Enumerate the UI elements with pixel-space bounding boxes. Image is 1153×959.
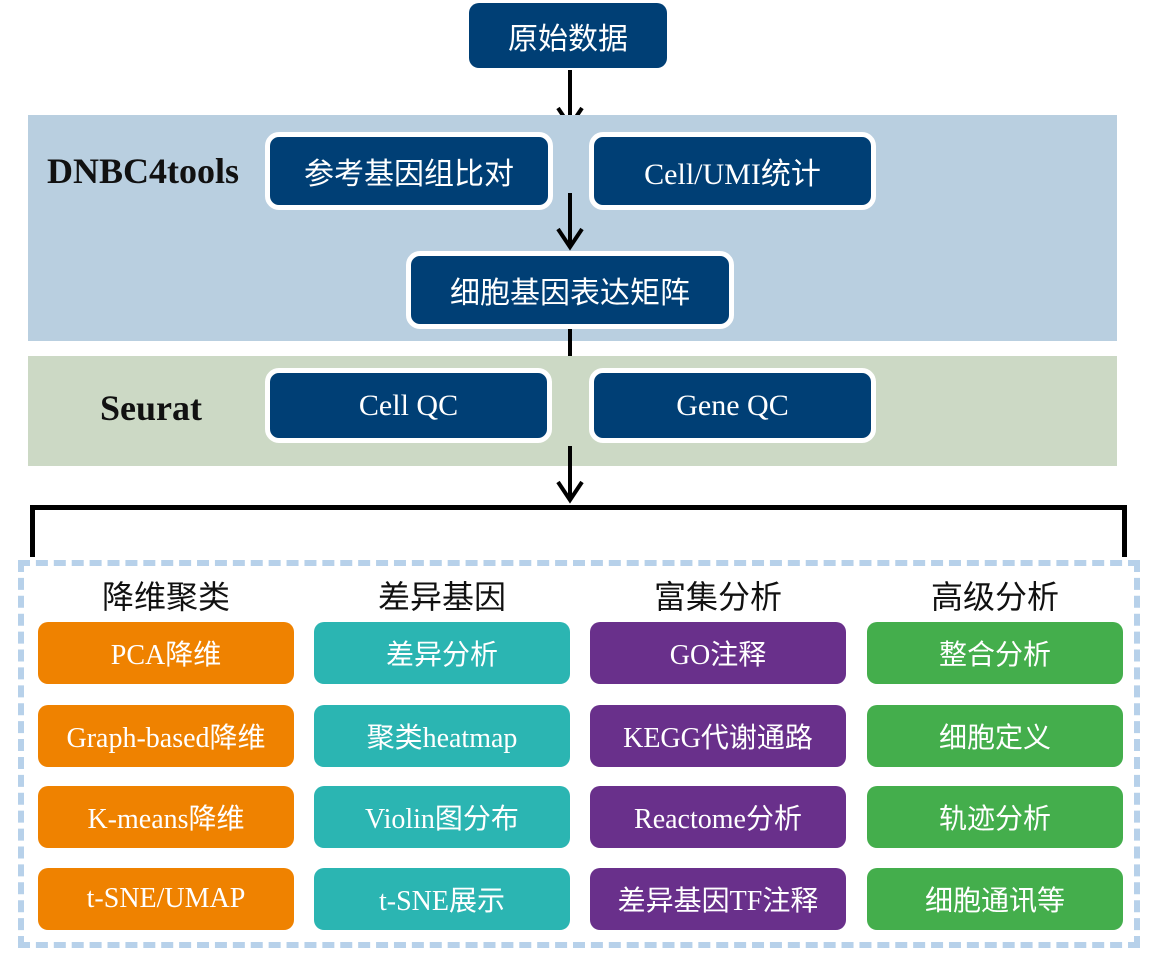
- branch-bracket: [30, 505, 1127, 557]
- arrow-down-icon: [556, 193, 584, 251]
- analysis-item-label: 聚类heatmap: [366, 723, 518, 754]
- analysis-item-label: Reactome分析: [634, 804, 802, 835]
- analysis-item: 轨迹分析: [867, 786, 1123, 848]
- column-title: 降维聚类: [101, 578, 230, 616]
- analysis-item-label: 差异分析: [385, 640, 498, 671]
- analysis-item-label: Violin图分布: [365, 804, 519, 835]
- column-title: 高级分析: [930, 578, 1059, 616]
- raw-data-node: 原始数据: [469, 3, 667, 68]
- analysis-item: 整合分析: [867, 622, 1123, 684]
- analysis-item-label: 轨迹分析: [938, 804, 1051, 835]
- expression-matrix-label: 细胞基因表达矩阵: [450, 276, 690, 311]
- analysis-item: Reactome分析: [590, 786, 846, 848]
- cell-qc-node: Cell QC: [265, 368, 552, 443]
- seurat-band: [28, 356, 1117, 466]
- analysis-item: 差异基因TF注释: [590, 868, 846, 930]
- expression-matrix-node: 细胞基因表达矩阵: [406, 251, 734, 329]
- analysis-item: Graph-based降维: [38, 705, 294, 767]
- analysis-container: [18, 560, 1140, 948]
- arrow-down-icon: [556, 446, 584, 504]
- analysis-item: t-SNE/UMAP: [38, 868, 294, 930]
- analysis-item: 细胞定义: [867, 705, 1123, 767]
- column-title: 差异基因: [377, 578, 506, 616]
- cell-umi-node: Cell/UMI统计: [589, 132, 876, 210]
- analysis-item-label: KEGG代谢通路: [623, 723, 813, 754]
- analysis-item-label: 整合分析: [938, 640, 1051, 671]
- analysis-item-label: t-SNE/UMAP: [86, 883, 246, 914]
- cell-umi-label: Cell/UMI统计: [644, 158, 821, 191]
- analysis-item-label: GO注释: [669, 640, 767, 671]
- dnbc4tools-label: DNBC4tools: [47, 151, 240, 191]
- gene-qc-label: Gene QC: [676, 388, 789, 422]
- analysis-item: GO注释: [590, 622, 846, 684]
- analysis-item-label: Graph-based降维: [66, 723, 266, 754]
- analysis-item: Violin图分布: [314, 786, 570, 848]
- analysis-item-label: 差异基因TF注释: [617, 886, 819, 917]
- analysis-item-label: K-means降维: [87, 804, 245, 835]
- seurat-label: Seurat: [100, 388, 202, 428]
- raw-data-label: 原始数据: [508, 21, 628, 57]
- analysis-item: 细胞通讯等: [867, 868, 1123, 930]
- analysis-item-label: PCA降维: [110, 640, 222, 671]
- column-title: 富集分析: [653, 578, 782, 616]
- analysis-item: t-SNE展示: [314, 868, 570, 930]
- analysis-item: K-means降维: [38, 786, 294, 848]
- analysis-item: 差异分析: [314, 622, 570, 684]
- analysis-item-label: t-SNE展示: [378, 886, 505, 917]
- cell-qc-label: Cell QC: [358, 388, 459, 422]
- genome-alignment-node: 参考基因组比对: [265, 132, 553, 210]
- genome-alignment-label: 参考基因组比对: [304, 157, 514, 192]
- analysis-item: PCA降维: [38, 622, 294, 684]
- gene-qc-node: Gene QC: [589, 368, 876, 443]
- analysis-item-label: 细胞定义: [938, 723, 1051, 754]
- analysis-item: 聚类heatmap: [314, 705, 570, 767]
- analysis-item: KEGG代谢通路: [590, 705, 846, 767]
- analysis-item-label: 细胞通讯等: [924, 886, 1065, 917]
